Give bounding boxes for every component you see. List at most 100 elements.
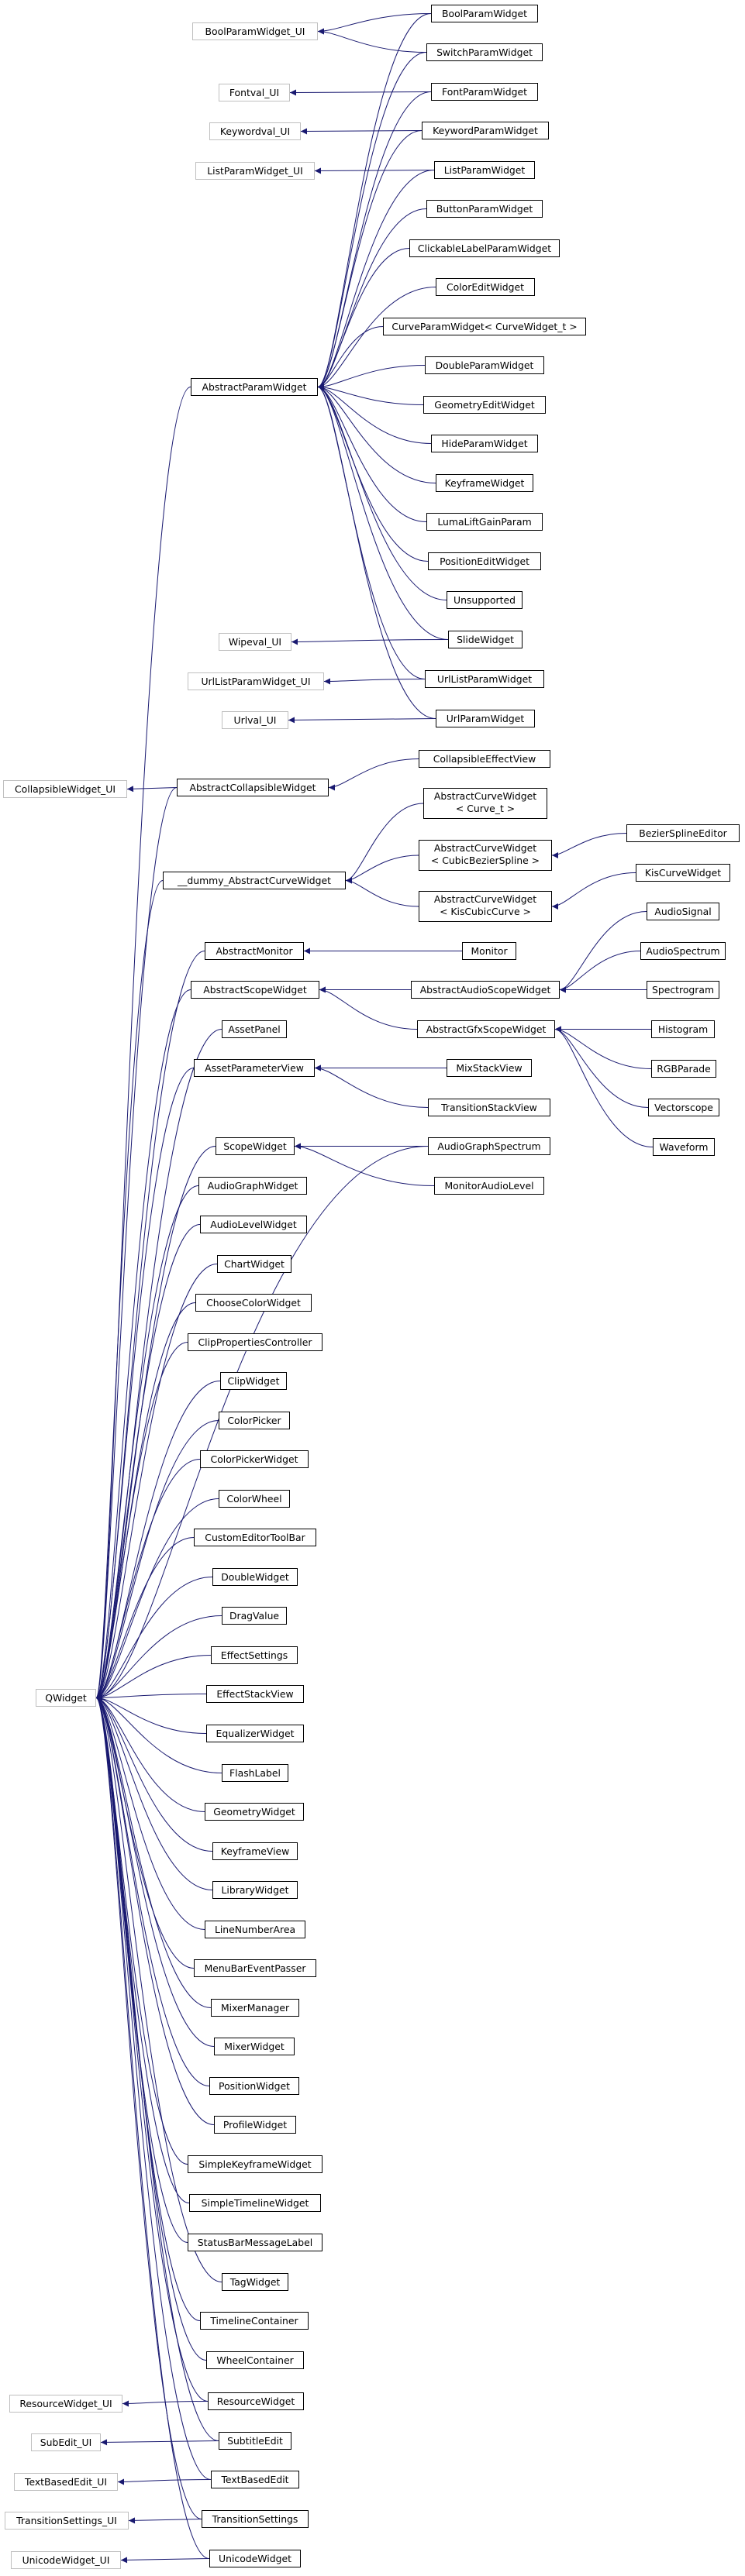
node-scopewidget[interactable]: ScopeWidget bbox=[216, 1137, 295, 1155]
node-abstractmonitor[interactable]: AbstractMonitor bbox=[205, 942, 304, 960]
node-dummy-abstractcurvewidget[interactable]: __dummy_AbstractCurveWidget bbox=[163, 872, 346, 889]
node-statusbarmessagelabel[interactable]: StatusBarMessageLabel bbox=[188, 2234, 322, 2251]
node-abstractparamwidget[interactable]: AbstractParamWidget bbox=[191, 378, 318, 396]
node-keywordparamwidget[interactable]: KeywordParamWidget bbox=[422, 122, 549, 139]
node-clippropertiescontroller[interactable]: ClipPropertiesController bbox=[188, 1333, 322, 1351]
node-doublewidget[interactable]: DoubleWidget bbox=[212, 1568, 298, 1586]
node-unicodewidget[interactable]: UnicodeWidget bbox=[209, 2550, 301, 2567]
node-audiosignal[interactable]: AudioSignal bbox=[647, 903, 719, 920]
node-abstractgfxscopewidget[interactable]: AbstractGfxScopeWidget bbox=[417, 1020, 555, 1038]
node-assetpanel[interactable]: AssetPanel bbox=[222, 1020, 287, 1038]
node-clickablelabelparamwidget[interactable]: ClickableLabelParamWidget bbox=[409, 239, 560, 257]
node-abstractcurvewidget-bezier[interactable]: AbstractCurveWidget < CubicBezierSpline … bbox=[419, 840, 552, 871]
node-keyframewidget[interactable]: KeyframeWidget bbox=[436, 474, 533, 492]
node-urlval-ui[interactable]: Urlval_UI bbox=[222, 711, 288, 729]
node-fontparamwidget[interactable]: FontParamWidget bbox=[431, 83, 538, 101]
node-slidewidget[interactable]: SlideWidget bbox=[448, 631, 523, 648]
node-bezierspline-editor[interactable]: BezierSplineEditor bbox=[626, 824, 740, 842]
node-audiographwidget[interactable]: AudioGraphWidget bbox=[198, 1177, 307, 1195]
node-lumaliftgainparam[interactable]: LumaLiftGainParam bbox=[426, 513, 543, 531]
node-wheelcontainer[interactable]: WheelContainer bbox=[206, 2351, 304, 2369]
node-transitionsettings-ui[interactable]: TransitionSettings_UI bbox=[5, 2512, 129, 2530]
node-audiolevelwidget[interactable]: AudioLevelWidget bbox=[200, 1216, 307, 1233]
node-chartwidget[interactable]: ChartWidget bbox=[217, 1255, 291, 1273]
node-listparamwidget-ui[interactable]: ListParamWidget_UI bbox=[195, 162, 315, 180]
node-audiospectrum[interactable]: AudioSpectrum bbox=[640, 942, 726, 960]
node-flashlabel[interactable]: FlashLabel bbox=[222, 1764, 288, 1782]
node-effectstackview[interactable]: EffectStackView bbox=[206, 1685, 304, 1703]
node-profilewidget[interactable]: ProfileWidget bbox=[214, 2116, 296, 2134]
node-collapsiblewidget-ui[interactable]: CollapsibleWidget_UI bbox=[3, 780, 127, 798]
node-transitionstackview[interactable]: TransitionStackView bbox=[428, 1099, 550, 1116]
node-urlparamwidget[interactable]: UrlParamWidget bbox=[436, 710, 535, 727]
node-timelinecontainer[interactable]: TimelineContainer bbox=[200, 2312, 309, 2330]
node-abstractcurvewidget-curve[interactable]: AbstractCurveWidget < Curve_t > bbox=[423, 788, 547, 819]
node-unicodewidget-ui[interactable]: UnicodeWidget_UI bbox=[11, 2551, 121, 2569]
node-customeditortoolbar[interactable]: CustomEditorToolBar bbox=[194, 1529, 316, 1546]
node-colorpickerwidget[interactable]: ColorPickerWidget bbox=[200, 1450, 309, 1468]
node-textbasededit[interactable]: TextBasedEdit bbox=[211, 2471, 299, 2488]
node-colorpicker[interactable]: ColorPicker bbox=[219, 1412, 290, 1429]
node-boolparamwidget-ui[interactable]: BoolParamWidget_UI bbox=[192, 22, 318, 40]
node-subtitleedit[interactable]: SubtitleEdit bbox=[219, 2432, 291, 2450]
node-linenumberarea[interactable]: LineNumberArea bbox=[205, 1921, 305, 1938]
node-monitoraudiolevel[interactable]: MonitorAudioLevel bbox=[434, 1177, 544, 1195]
node-simplekeyframewidget[interactable]: SimpleKeyframeWidget bbox=[188, 2155, 322, 2173]
node-mixstackview[interactable]: MixStackView bbox=[447, 1059, 532, 1077]
node-dragvalue[interactable]: DragValue bbox=[222, 1607, 287, 1625]
node-geometryeditwidget[interactable]: GeometryEditWidget bbox=[423, 396, 546, 414]
node-assetparameterview[interactable]: AssetParameterView bbox=[194, 1059, 315, 1077]
node-keyframeview[interactable]: KeyframeView bbox=[212, 1842, 298, 1860]
node-colorwheel[interactable]: ColorWheel bbox=[219, 1490, 290, 1508]
node-simpletimelinewidget[interactable]: SimpleTimelineWidget bbox=[189, 2194, 321, 2212]
node-transitionsettings[interactable]: TransitionSettings bbox=[202, 2510, 309, 2528]
node-textbasededit-ui[interactable]: TextBasedEdit_UI bbox=[14, 2473, 118, 2491]
node-collapsibleeffectview[interactable]: CollapsibleEffectView bbox=[419, 750, 550, 768]
node-histogram[interactable]: Histogram bbox=[651, 1020, 715, 1038]
node-unsupported[interactable]: Unsupported bbox=[447, 591, 523, 609]
node-geometrywidget[interactable]: GeometryWidget bbox=[205, 1803, 304, 1821]
node-abstractcollapsiblewidget[interactable]: AbstractCollapsibleWidget bbox=[177, 779, 329, 796]
node-choosecolorwidget[interactable]: ChooseColorWidget bbox=[195, 1294, 312, 1312]
node-urllistparamwidget-ui[interactable]: UrlListParamWidget_UI bbox=[188, 672, 324, 690]
node-abstractaudioscopewidget[interactable]: AbstractAudioScopeWidget bbox=[411, 981, 560, 999]
node-effectsettings[interactable]: EffectSettings bbox=[211, 1646, 298, 1664]
node-positioneditwidget[interactable]: PositionEditWidget bbox=[428, 552, 541, 570]
node-resourcewidget[interactable]: ResourceWidget bbox=[208, 2392, 304, 2410]
node-vectorscope[interactable]: Vectorscope bbox=[648, 1099, 719, 1116]
node-mixerwidget[interactable]: MixerWidget bbox=[214, 2038, 295, 2055]
node-tagwidget[interactable]: TagWidget bbox=[222, 2273, 288, 2291]
node-buttonparamwidget[interactable]: ButtonParamWidget bbox=[426, 200, 543, 218]
node-monitor[interactable]: Monitor bbox=[462, 942, 516, 960]
node-equalizerwidget[interactable]: EqualizerWidget bbox=[206, 1725, 304, 1742]
node-qwidget[interactable]: QWidget bbox=[36, 1689, 96, 1707]
node-librarywidget[interactable]: LibraryWidget bbox=[212, 1881, 298, 1899]
node-positionwidget[interactable]: PositionWidget bbox=[209, 2077, 299, 2095]
node-listparamwidget[interactable]: ListParamWidget bbox=[434, 161, 535, 179]
node-kiscurvewidget[interactable]: KisCurveWidget bbox=[636, 864, 730, 882]
node-spectrogram[interactable]: Spectrogram bbox=[647, 981, 719, 999]
node-waveform[interactable]: Waveform bbox=[653, 1138, 715, 1156]
node-curveparamwidget[interactable]: CurveParamWidget< CurveWidget_t > bbox=[383, 318, 586, 335]
node-keywordval-ui[interactable]: Keywordval_UI bbox=[209, 122, 301, 140]
node-rgbparade[interactable]: RGBParade bbox=[651, 1060, 716, 1078]
node-doubleparamwidget[interactable]: DoubleParamWidget bbox=[425, 356, 544, 374]
node-menubareventpasser[interactable]: MenuBarEventPasser bbox=[194, 1959, 316, 1977]
node-abstractscopewidget[interactable]: AbstractScopeWidget bbox=[191, 981, 319, 999]
node-clipwidget[interactable]: ClipWidget bbox=[220, 1372, 287, 1390]
edge-transitionsettings_ui-to-transitionsettings bbox=[128, 2517, 202, 2524]
node-subedit-ui[interactable]: SubEdit_UI bbox=[31, 2433, 101, 2451]
node-boolparamwidget[interactable]: BoolParamWidget bbox=[431, 5, 538, 22]
node-mixermanager[interactable]: MixerManager bbox=[211, 1999, 299, 2017]
node-coloreditwidget[interactable]: ColorEditWidget bbox=[436, 278, 535, 296]
node-abstractcurvewidget-kis[interactable]: AbstractCurveWidget < KisCubicCurve > bbox=[419, 891, 552, 922]
node-resourcewidget-ui[interactable]: ResourceWidget_UI bbox=[9, 2395, 122, 2413]
node-fontval-ui[interactable]: Fontval_UI bbox=[219, 84, 290, 101]
node-urllistparamwidget[interactable]: UrlListParamWidget bbox=[425, 670, 544, 688]
node-switchparamwidget[interactable]: SwitchParamWidget bbox=[426, 43, 543, 61]
node-audiographspectrum[interactable]: AudioGraphSpectrum bbox=[428, 1137, 550, 1155]
node-wipeval-ui[interactable]: Wipeval_UI bbox=[219, 633, 291, 651]
node-hideparamwidget[interactable]: HideParamWidget bbox=[431, 435, 538, 452]
edge-qwidget-to-librarywidget bbox=[95, 1694, 213, 1890]
